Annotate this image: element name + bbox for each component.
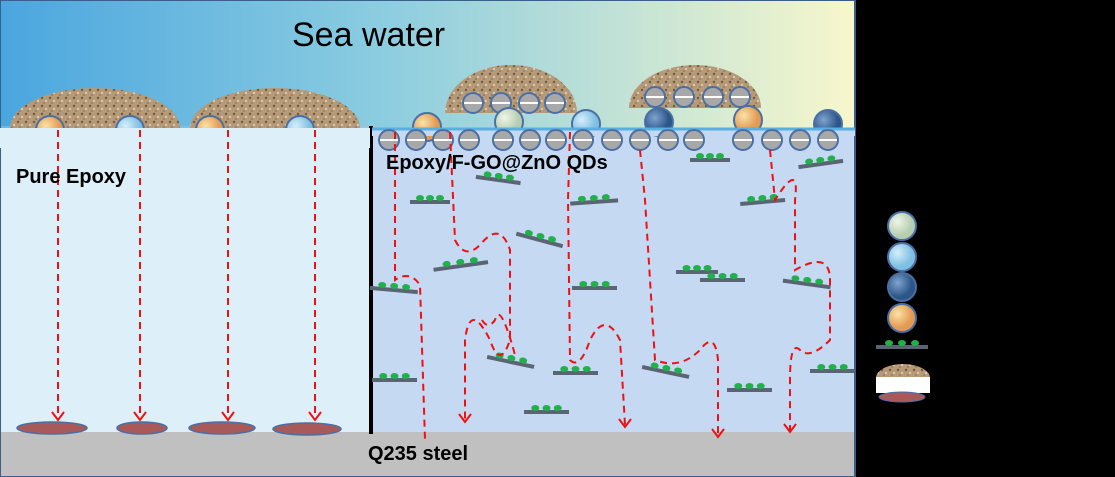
coating-legend bbox=[876, 377, 930, 393]
graphene-flake-icon bbox=[700, 273, 745, 282]
graphene-flake-icon bbox=[782, 275, 831, 290]
arrow-head bbox=[458, 413, 472, 424]
diffusion-path bbox=[639, 149, 719, 435]
pure-epoxy-label: Pure Epoxy bbox=[16, 166, 127, 188]
graphene-flake-icon bbox=[369, 281, 418, 295]
corrosive-deposit bbox=[190, 88, 360, 128]
ion-light-blue-icon bbox=[887, 242, 917, 272]
graphene-flake-icon bbox=[876, 340, 928, 349]
graphene-flake-icon bbox=[410, 195, 450, 204]
corrosion-spot bbox=[16, 421, 88, 435]
graphene-flake-icon bbox=[690, 153, 730, 162]
diffusion-path bbox=[394, 132, 426, 441]
graphene-flake-icon bbox=[810, 364, 855, 373]
composite-label: Epoxy/F-GO@ZnO QDs bbox=[386, 152, 608, 174]
arrow-head bbox=[51, 411, 65, 422]
corrosion-spot bbox=[116, 421, 168, 435]
arrow-head bbox=[783, 423, 797, 434]
arrow-head bbox=[308, 411, 322, 422]
diffusion-path bbox=[481, 313, 516, 356]
pure-epoxy-coating bbox=[0, 128, 370, 432]
ion-orange-icon bbox=[887, 303, 917, 333]
composite-coating bbox=[372, 128, 855, 432]
graphene-flake-icon bbox=[475, 171, 521, 186]
graphene-flake-icon bbox=[641, 362, 690, 379]
diffusion-path bbox=[769, 149, 831, 430]
ion-dark-blue-icon bbox=[887, 272, 917, 302]
graphene-flake-icon bbox=[727, 383, 772, 392]
graphene-flake-icon bbox=[740, 194, 786, 206]
arrow-head bbox=[221, 411, 235, 422]
arrow-head bbox=[133, 411, 147, 422]
graphene-flake-icon bbox=[798, 155, 844, 170]
ion-light-green-icon bbox=[887, 211, 917, 241]
q235-steel-substrate bbox=[0, 432, 855, 477]
graphene-flake-icon bbox=[572, 281, 617, 290]
graphene-flake-icon bbox=[676, 265, 718, 274]
graphene-flake-icon bbox=[553, 366, 598, 375]
arrow-head bbox=[618, 418, 632, 429]
graphene-flake-icon bbox=[433, 257, 489, 272]
graphene-flake-icon bbox=[570, 194, 619, 206]
graphene-flake-icon bbox=[515, 229, 564, 249]
coating-top bbox=[0, 128, 370, 148]
corrosive-deposit-legend bbox=[876, 364, 930, 378]
diffusion-path bbox=[566, 131, 626, 426]
graphene-flake-icon bbox=[524, 405, 569, 414]
sea-water-label: Sea water bbox=[292, 16, 446, 54]
corrosion-spot-legend bbox=[878, 391, 926, 403]
corrosion-spot bbox=[188, 421, 256, 435]
steel-label: Q235 steel bbox=[368, 443, 469, 465]
graphene-flake-icon bbox=[372, 373, 417, 382]
corrosion-spot bbox=[272, 422, 342, 436]
arrow-head bbox=[711, 428, 725, 439]
